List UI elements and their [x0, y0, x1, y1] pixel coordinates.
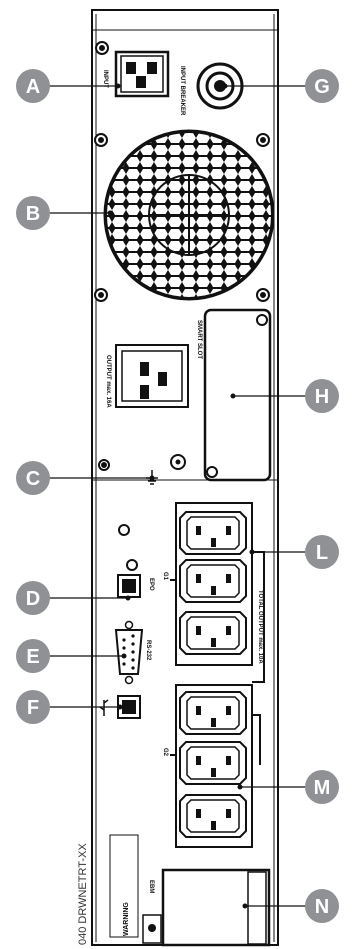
- drawing-id: 040 DRWNETRT-XX: [77, 843, 89, 945]
- smart-slot-label: SMART SLOT: [196, 320, 202, 359]
- leader-dot: [116, 84, 121, 89]
- leader-dot: [223, 84, 228, 89]
- callout-letter: G: [314, 76, 330, 98]
- rs232-port: [116, 622, 142, 684]
- group1-label: G1: [162, 572, 168, 581]
- callout-letter: C: [26, 468, 40, 490]
- callout-letter: N: [315, 896, 329, 918]
- leader-dot: [108, 211, 113, 216]
- iec-outlet: [180, 742, 246, 784]
- callout-letter: M: [314, 777, 331, 799]
- leader-dot: [150, 476, 155, 481]
- leader-dot: [250, 550, 255, 555]
- warning-label-text: WARNING: [123, 902, 130, 936]
- iec-outlet: [180, 560, 246, 602]
- iec-outlet: [180, 612, 246, 654]
- iec-outlet: [180, 692, 246, 734]
- callout-letter: F: [27, 697, 39, 719]
- leader-dot: [231, 394, 236, 399]
- callout-letter: L: [316, 542, 328, 564]
- communication-slot: [205, 310, 270, 480]
- total-output-label: TOTAL OUTPUT max. 10A: [257, 590, 263, 664]
- output-16a-connector: [116, 345, 188, 407]
- leader-dot: [126, 596, 131, 601]
- callout-letter: B: [26, 203, 40, 225]
- warning-label-block: WARNING: [110, 835, 138, 937]
- rs232-label: RS-232: [145, 640, 151, 661]
- iec-outlet: [180, 795, 246, 837]
- callout-letter: H: [315, 386, 329, 408]
- breaker-label: INPUT BREAKER: [179, 66, 185, 116]
- ac-input-connector: [116, 52, 168, 96]
- output-max-label: OUTPUT max. 16A: [105, 355, 111, 408]
- battery-connector: [143, 870, 269, 945]
- callout-letter: A: [26, 76, 40, 98]
- iec-outlet: [180, 512, 246, 554]
- callout-letter: E: [26, 646, 39, 668]
- callout-letter: D: [26, 588, 40, 610]
- leader-dot: [122, 654, 127, 659]
- epo-label: EPO: [148, 578, 154, 591]
- group2-label: G2: [162, 748, 168, 757]
- leader-dot: [243, 904, 248, 909]
- battery-label: EBM: [148, 880, 154, 893]
- leader-dot: [118, 705, 123, 710]
- leader-dot: [238, 785, 243, 790]
